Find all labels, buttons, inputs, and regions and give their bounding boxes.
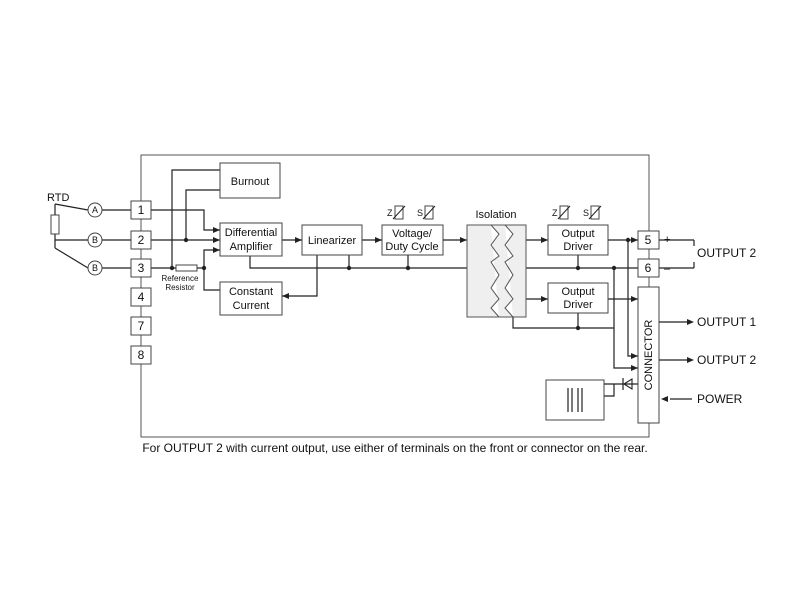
terminal-6-label: 6 (645, 261, 652, 275)
zero-span-pots-1: Z S (387, 205, 436, 220)
power-supply-block (545, 379, 605, 421)
constant-current-block (219, 281, 283, 316)
voltage-duty-label-2: Duty Cycle (385, 241, 438, 253)
rtd-sensor (50, 214, 60, 235)
ref-resistor-label-1: Reference (162, 274, 199, 283)
burnout-block (219, 162, 281, 199)
voltage-duty-cycle-block (381, 224, 444, 256)
burnout-label: Burnout (231, 176, 270, 188)
minus-sign: – (664, 263, 671, 275)
zero-pot-label-1: Z (387, 208, 393, 218)
junction-dots (169, 237, 631, 331)
connector-label: CONNECTOR (643, 320, 655, 391)
linearizer-label: Linearizer (308, 235, 357, 247)
terminal-5-label: 5 (645, 233, 652, 247)
terminal-7 (130, 316, 152, 336)
span-pot-label-2: S (583, 208, 589, 218)
terminal-7-label: 7 (138, 319, 145, 333)
lead-label-b1: B (92, 235, 98, 245)
transformer-icon (567, 388, 583, 412)
sensor-lead-circles: A B B (87, 202, 103, 276)
terminal-2 (130, 230, 152, 250)
terminal-4-label: 4 (138, 290, 145, 304)
diff-amp-label-1: Differential (225, 227, 277, 239)
output-driver-1-label-2: Driver (563, 241, 593, 253)
terminal-8-label: 8 (138, 348, 145, 362)
diff-amp-label-2: Amplifier (230, 241, 273, 253)
const-current-label-1: Constant (229, 286, 273, 298)
wiring (54, 169, 695, 400)
output2-rear-label: OUTPUT 2 (697, 353, 756, 367)
power-label: POWER (697, 392, 743, 406)
span-pot-label-1: S (417, 208, 423, 218)
output-driver-2-label-1: Output (561, 286, 594, 298)
connector-block (637, 286, 660, 424)
terminal-3 (130, 258, 152, 278)
output-driver-2-label-2: Driver (563, 299, 593, 311)
plus-sign: + (664, 234, 670, 246)
diagram-caption: For OUTPUT 2 with current output, use ei… (142, 441, 647, 455)
terminal-1-label: 1 (138, 203, 145, 217)
terminal-4 (130, 287, 152, 307)
voltage-duty-label-1: Voltage/ (392, 228, 433, 240)
diode-icon (622, 378, 633, 390)
const-current-label-2: Current (233, 300, 270, 312)
lead-label-a: A (92, 205, 98, 215)
output-driver-2-block (547, 282, 609, 314)
isolation-barrier: Isolation (466, 209, 527, 318)
isolation-label: Isolation (476, 209, 517, 221)
zero-span-pots-2: Z S (552, 205, 602, 220)
terminal-6 (637, 258, 660, 278)
output2-front-label: OUTPUT 2 (697, 246, 756, 260)
terminal-3-label: 3 (138, 261, 145, 275)
zero-pot-label-2: Z (552, 208, 558, 218)
output-driver-1-label-1: Output (561, 228, 594, 240)
linearizer-block (301, 224, 363, 256)
rtd-label: RTD (47, 192, 69, 204)
signal-arrows (213, 227, 694, 402)
reference-resistor (175, 264, 198, 272)
terminal-8 (130, 345, 152, 365)
output-driver-1-block (547, 224, 609, 256)
lead-label-b2: B (92, 263, 98, 273)
left-terminals: 1 2 3 4 7 8 (130, 200, 152, 365)
output1-label: OUTPUT 1 (697, 315, 756, 329)
terminal-1 (130, 200, 152, 220)
terminal-2-label: 2 (138, 233, 145, 247)
terminal-5 (637, 230, 660, 250)
differential-amplifier-block (219, 222, 283, 257)
ref-resistor-label-2: Resistor (165, 283, 195, 292)
